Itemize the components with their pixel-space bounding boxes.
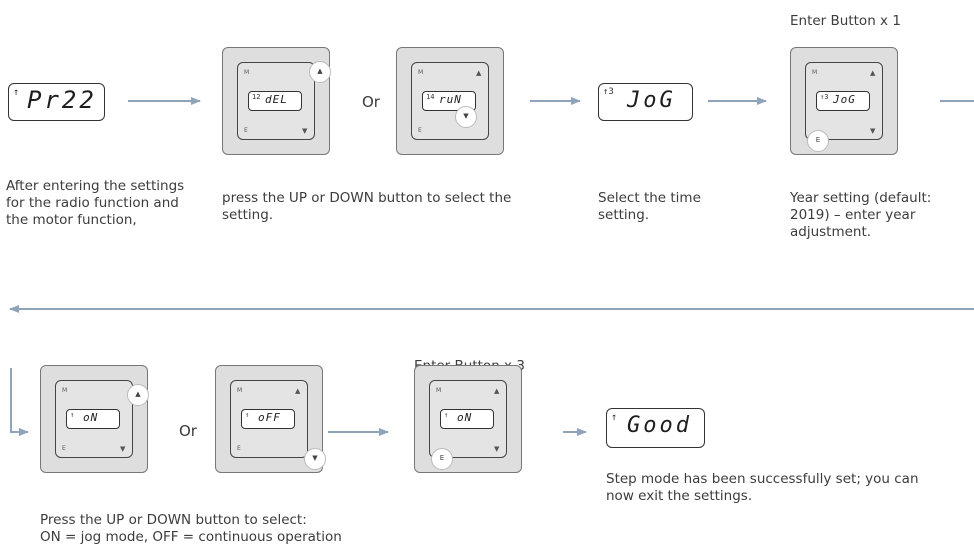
enter-label: E [62,445,66,452]
device-display: ↑ oN [66,409,120,429]
enter-label: E [237,445,241,452]
display-indicator: ↑ [13,87,20,98]
mode-label: M [812,69,818,76]
down-arrow-icon: ▼ [302,127,308,135]
down-button-highlight[interactable]: ▼ [304,448,326,470]
enter-button-highlight[interactable]: E [431,448,453,470]
or-label: Or [362,93,380,111]
step5-caption-line2: ON = jog mode, OFF = continuous operatio… [40,529,342,545]
control-device-on-confirm: M ▲ ▼ ↑ oN E [414,365,522,473]
display-good: ↑ Good [606,408,705,448]
up-arrow-icon: ▲ [295,387,301,395]
down-arrow-icon: ▼ [870,127,876,135]
mode-label: M [418,69,424,76]
device-panel: M ▲ E ↑ oFF [230,380,308,458]
step3-caption: Select the time setting. [598,190,701,223]
mode-label: M [237,387,243,394]
down-arrow-icon: ▼ [120,445,126,453]
up-arrow-icon: ▲ [317,67,323,75]
display-indicator: ↑3 [603,87,614,97]
step1-caption: After entering the settings for the radi… [6,178,185,228]
display-digits: ruN [439,93,462,106]
display-indicator: ↑ [70,411,75,419]
control-device-off: M ▲ E ↑ oFF ▼ [215,365,326,473]
display-digits: oN [457,411,473,424]
up-arrow-icon: ▲ [494,387,500,395]
display-digits: JoG [833,93,856,106]
display-indicator: ↑ [245,411,250,419]
or-label: Or [179,422,197,440]
control-device-jog: M ▲ ▼ ↑3 JoG E [790,47,898,155]
device-panel: M ▲ ▼ ↑3 JoG [805,62,883,140]
display-digits: oN [83,411,99,424]
control-device-del: M E ▼ 12 dEL ▲ [222,47,331,155]
display-indicator: ↑3 [820,93,829,101]
step5-caption-line1: Press the UP or DOWN button to select: [40,512,307,528]
mode-label: M [244,69,250,76]
device-panel: M ▲ ▼ ↑ oN [429,380,507,458]
up-arrow-icon: ▲ [870,69,876,77]
display-digits: Pr22 [27,86,97,114]
down-connector [10,368,29,436]
up-arrow-icon: ▲ [135,390,141,398]
enter-label: E [418,127,422,134]
display-indicator: 14 [426,93,435,101]
display-digits: dEL [265,93,288,106]
down-arrow-icon: ▼ [494,445,500,453]
up-button-highlight[interactable]: ▲ [309,61,331,83]
device-display: ↑3 JoG [816,91,870,111]
device-panel: M E ▼ ↑ oN [55,380,133,458]
device-display: ↑ oFF [241,409,295,429]
device-display: 12 dEL [248,91,302,111]
display-indicator: ↑ [611,412,618,423]
control-device-on: M E ▼ ↑ oN ▲ [40,365,149,473]
up-arrow-icon: ▲ [476,69,482,77]
step4-caption: Year setting (default: 2019) – enter yea… [790,190,932,240]
enter-button-highlight[interactable]: E [807,130,829,152]
mode-label: M [436,387,442,394]
display-indicator: ↑ [444,411,449,419]
control-device-run: M ▲ E 14 ruN ▼ [396,47,504,155]
enter-label: E [439,454,445,462]
down-arrow-icon: ▼ [312,454,318,462]
display-jog: ↑3 JoG [598,83,693,121]
device-panel: M E ▼ 12 dEL [237,62,315,140]
device-display: ↑ oN [440,409,494,429]
mode-label: M [62,387,68,394]
step7-caption: Step mode has been successfully set; you… [606,471,919,504]
step2-caption: press the UP or DOWN button to select th… [222,190,512,223]
step4-heading: Enter Button x 1 [790,13,901,29]
display-digits: JoG [627,88,676,113]
enter-label: E [815,136,821,144]
device-panel: M ▲ E 14 ruN [411,62,489,140]
display-pr22: ↑ Pr22 [8,83,105,121]
enter-label: E [244,127,248,134]
display-digits: Good [627,413,692,438]
down-arrow-icon: ▼ [463,112,469,120]
down-button-highlight[interactable]: ▼ [455,106,477,128]
display-digits: oFF [258,411,281,424]
up-button-highlight[interactable]: ▲ [127,384,149,406]
display-indicator: 12 [252,93,261,101]
